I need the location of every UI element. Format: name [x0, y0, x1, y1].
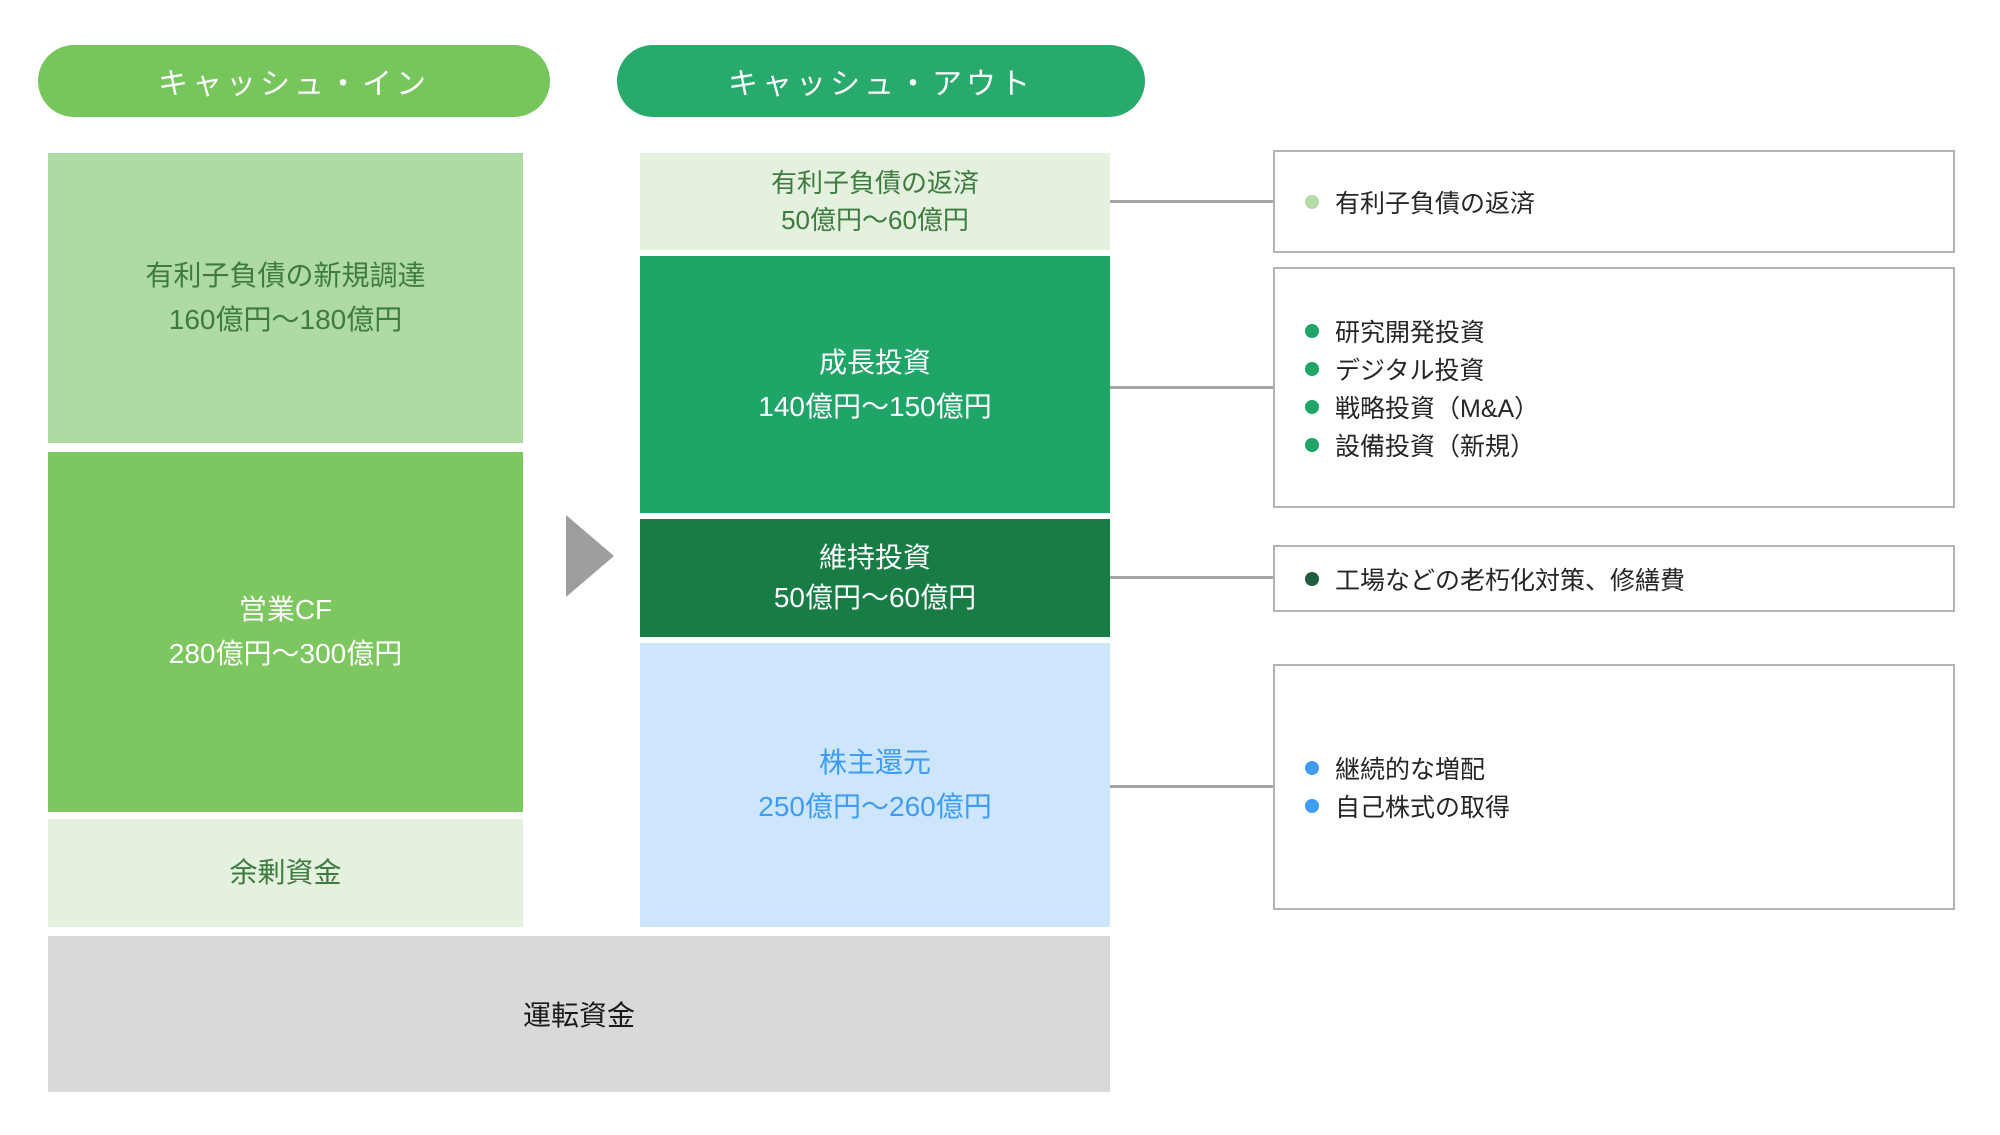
- block-title: 営業CF: [238, 594, 333, 625]
- block-debt-new-funding: 有利子負債の新規調達 160億円～180億円: [48, 153, 523, 443]
- list-item-label: 設備投資（新規）: [1335, 432, 1536, 461]
- list-item: 工場などの老朽化対策、修繕費: [1305, 560, 1953, 598]
- connector-line-debt-repayment: [1110, 200, 1273, 203]
- right-arrow-icon: [566, 515, 614, 597]
- cash-out-header-pill: キャッシュ・アウト: [617, 45, 1145, 117]
- list-item: 自己株式の取得: [1305, 787, 1953, 825]
- connector-line-maintenance: [1110, 576, 1273, 579]
- block-amount: 250億円～260億円: [758, 791, 992, 822]
- list-item: 設備投資（新規）: [1305, 426, 1953, 464]
- connector-line-shareholder: [1110, 785, 1273, 788]
- block-operating-cf: 営業CF 280億円～300億円: [48, 452, 523, 812]
- list-item-label: 工場などの老朽化対策、修繕費: [1335, 566, 1686, 595]
- connector-line-growth: [1110, 386, 1273, 389]
- bullet-icon: [1305, 361, 1319, 376]
- block-working-capital: 運転資金: [48, 936, 1110, 1092]
- bullet-icon: [1305, 323, 1319, 338]
- block-amount: 50億円～60億円: [773, 582, 977, 613]
- cash-out-header-label: キャッシュ・アウト: [728, 68, 1034, 101]
- list-item-label: 有利子負債の返済: [1335, 189, 1536, 218]
- block-title: 株主還元: [818, 747, 931, 778]
- block-maintenance-investment: 維持投資 50億円～60億円: [640, 519, 1110, 637]
- block-surplus-funds: 余剰資金: [48, 819, 523, 927]
- list-item-label: 戦略投資（M&A）: [1335, 394, 1540, 423]
- list-item: 継続的な増配: [1305, 749, 1953, 787]
- list-item: 研究開発投資: [1305, 312, 1953, 350]
- block-growth-investment: 成長投資 140億円～150億円: [640, 256, 1110, 513]
- list-item-label: 継続的な増配: [1335, 756, 1486, 784]
- block-amount: 50億円～60億円: [781, 204, 969, 235]
- detail-box-maintenance-investment: 工場などの老朽化対策、修繕費: [1273, 545, 1955, 612]
- block-title: 余剰資金: [229, 857, 342, 888]
- list-item-label: 自己株式の取得: [1335, 794, 1511, 822]
- cash-in-header-label: キャッシュ・イン: [158, 68, 430, 101]
- cash-in-header-pill: キャッシュ・イン: [38, 45, 550, 117]
- detail-box-shareholder-return: 継続的な増配 自己株式の取得: [1273, 664, 1955, 910]
- block-shareholder-return: 株主還元 250億円～260億円: [640, 643, 1110, 927]
- block-title: 成長投資: [818, 346, 931, 378]
- block-amount: 140億円～150億円: [758, 390, 992, 422]
- bullet-icon: [1305, 761, 1319, 775]
- bullet-icon: [1305, 799, 1319, 813]
- block-amount: 280億円～300億円: [168, 638, 403, 669]
- block-debt-repayment: 有利子負債の返済 50億円～60億円: [640, 153, 1110, 250]
- block-title: 有利子負債の返済: [770, 167, 979, 198]
- block-title: 維持投資: [818, 542, 931, 573]
- bullet-icon: [1305, 571, 1319, 586]
- bullet-icon: [1305, 437, 1319, 452]
- block-amount: 160億円～180億円: [168, 304, 403, 335]
- detail-box-growth-investment: 研究開発投資 デジタル投資 戦略投資（M&A） 設備投資（新規）: [1273, 267, 1955, 508]
- bullet-icon: [1305, 194, 1319, 209]
- bullet-icon: [1305, 399, 1319, 414]
- list-item-label: 研究開発投資: [1335, 318, 1486, 347]
- list-item: デジタル投資: [1305, 350, 1953, 388]
- list-item: 有利子負債の返済: [1305, 183, 1953, 221]
- list-item: 戦略投資（M&A）: [1305, 388, 1953, 426]
- detail-box-debt-repayment: 有利子負債の返済: [1273, 150, 1955, 253]
- block-title: 有利子負債の新規調達: [145, 260, 426, 291]
- list-item-label: デジタル投資: [1335, 356, 1485, 385]
- block-title: 運転資金: [522, 1000, 635, 1031]
